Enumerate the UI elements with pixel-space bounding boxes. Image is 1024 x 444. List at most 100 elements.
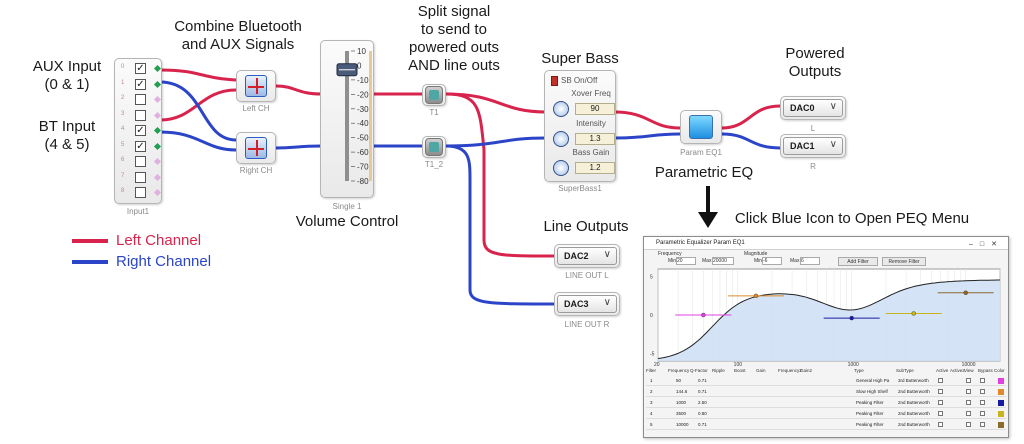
filter-type-select[interactable]: Peaking Filter bbox=[856, 422, 884, 427]
filter-checkbox[interactable] bbox=[980, 411, 985, 416]
output-pin-icon[interactable] bbox=[153, 142, 162, 150]
dac0-select[interactable]: DAC0∨ bbox=[783, 99, 843, 117]
channel-checkbox[interactable] bbox=[135, 156, 146, 167]
filter-checkbox[interactable] bbox=[966, 411, 971, 416]
filter-checkbox[interactable] bbox=[980, 422, 985, 427]
intensity-knob-icon[interactable] bbox=[553, 131, 569, 147]
filter-subtype-select[interactable]: 2nd Butterworth bbox=[898, 389, 930, 394]
filter-type-select[interactable]: Peaking Filter bbox=[856, 400, 884, 405]
filter-checkbox[interactable] bbox=[938, 378, 943, 383]
bass-gain-value[interactable]: 1.2 bbox=[575, 162, 615, 174]
dac3-select[interactable]: DAC3∨ bbox=[557, 295, 617, 313]
dac3-block[interactable]: DAC3∨ bbox=[554, 292, 620, 316]
filter-type-select[interactable]: General High Pa bbox=[856, 378, 890, 383]
filter-color-swatch[interactable] bbox=[998, 378, 1004, 384]
filter-subtype-select[interactable]: 2nd Butterworth bbox=[898, 422, 930, 427]
filter-handle[interactable] bbox=[911, 311, 916, 316]
sb-toggle[interactable]: SB On/Off bbox=[551, 75, 615, 87]
filter-type-select[interactable]: Slow High Shelf bbox=[856, 389, 888, 394]
filter-checkbox[interactable] bbox=[938, 400, 943, 405]
channel-checkbox[interactable] bbox=[135, 109, 146, 121]
output-pin-icon[interactable] bbox=[153, 111, 162, 119]
split-block-2[interactable] bbox=[422, 136, 446, 158]
dac1-select[interactable]: DAC1∨ bbox=[783, 137, 843, 155]
filter-checkbox[interactable] bbox=[980, 378, 985, 383]
split-icon[interactable] bbox=[425, 138, 443, 156]
filter-checkbox[interactable] bbox=[966, 378, 971, 383]
dac0-block[interactable]: DAC0∨ bbox=[780, 96, 846, 120]
freq-max-input[interactable]: 20000 bbox=[712, 257, 734, 265]
peq-icon[interactable] bbox=[689, 115, 713, 139]
output-pin-icon[interactable] bbox=[153, 188, 162, 197]
intensity-value[interactable]: 1.3 bbox=[575, 133, 615, 145]
filter-checkbox[interactable] bbox=[980, 400, 985, 405]
filter-color-swatch[interactable] bbox=[998, 422, 1004, 428]
chevron-down-icon[interactable]: ∨ bbox=[829, 139, 837, 150]
filter-checkbox[interactable] bbox=[938, 389, 943, 394]
filter-handle[interactable] bbox=[701, 312, 706, 318]
param-eq-block[interactable] bbox=[680, 110, 722, 144]
filter-handle[interactable] bbox=[849, 315, 854, 321]
dac2-select[interactable]: DAC2∨ bbox=[557, 247, 617, 265]
filter-color-swatch[interactable] bbox=[998, 411, 1004, 417]
xover-knob-icon[interactable] bbox=[553, 101, 569, 117]
channel-checkbox[interactable]: ✓ bbox=[135, 125, 146, 136]
filter-subtype-select[interactable]: 2nd Butterworth bbox=[898, 400, 930, 405]
freq-min-input[interactable]: 20 bbox=[676, 257, 696, 265]
filter-frequency[interactable]: 50 bbox=[676, 378, 682, 383]
filter-checkbox[interactable] bbox=[938, 422, 943, 427]
filter-q-factor[interactable]: 0.80 bbox=[698, 411, 707, 416]
super-bass-block[interactable]: SB On/Off Xover Freq 90 Intensity 1.3 Ba… bbox=[544, 70, 616, 182]
output-pin-icon[interactable] bbox=[153, 157, 162, 166]
filter-subtype-select[interactable]: 3rd Butterworth bbox=[898, 378, 929, 383]
xover-value[interactable]: 90 bbox=[575, 103, 615, 115]
dac2-block[interactable]: DAC2∨ bbox=[554, 244, 620, 268]
filter-checkbox[interactable] bbox=[966, 389, 971, 394]
filter-checkbox[interactable] bbox=[938, 411, 943, 416]
filter-frequency[interactable]: 144.6 bbox=[676, 389, 688, 394]
mag-min-input[interactable]: -6 bbox=[762, 257, 782, 265]
chevron-down-icon[interactable]: ∨ bbox=[603, 249, 611, 260]
filter-checkbox[interactable] bbox=[966, 422, 971, 427]
filter-q-factor[interactable]: 2.50 bbox=[698, 400, 707, 405]
channel-checkbox[interactable]: ✓ bbox=[135, 63, 146, 74]
filter-color-swatch[interactable] bbox=[998, 400, 1004, 406]
channel-checkbox[interactable] bbox=[135, 187, 146, 198]
filter-color-swatch[interactable] bbox=[998, 389, 1004, 395]
chevron-down-icon[interactable]: ∨ bbox=[829, 101, 837, 112]
dac1-block[interactable]: DAC1∨ bbox=[780, 134, 846, 158]
minimize-icon[interactable]: – bbox=[968, 241, 980, 248]
add-filter-button[interactable]: Add Filter bbox=[838, 257, 878, 266]
filter-subtype-select[interactable]: 2nd Butterworth bbox=[898, 411, 930, 416]
right-mixer-block[interactable] bbox=[236, 132, 276, 164]
volume-track[interactable] bbox=[345, 51, 349, 181]
filter-type-select[interactable]: Peaking Filter bbox=[856, 411, 884, 416]
output-pin-icon[interactable] bbox=[153, 173, 162, 181]
filter-q-factor[interactable]: 0.71 bbox=[698, 422, 707, 427]
filter-q-factor[interactable]: 0.71 bbox=[698, 378, 707, 383]
peq-window[interactable]: Parametric Equalizer Param EQ1 –□✕ Frequ… bbox=[643, 236, 1009, 438]
remove-filter-button[interactable]: Remove Filter bbox=[882, 257, 926, 266]
mixer-icon[interactable] bbox=[245, 75, 267, 97]
filter-frequency[interactable]: 3500 bbox=[676, 411, 687, 416]
split-block-1[interactable] bbox=[422, 84, 446, 106]
channel-checkbox[interactable] bbox=[135, 171, 146, 183]
toggle-switch-icon[interactable] bbox=[551, 76, 558, 86]
channel-checkbox[interactable]: ✓ bbox=[135, 140, 146, 152]
peq-window-titlebar[interactable]: Parametric Equalizer Param EQ1 –□✕ bbox=[644, 237, 1008, 250]
filter-handle[interactable] bbox=[753, 293, 759, 299]
volume-slider[interactable]: 100-10-20-30-40-50-60-70-80 bbox=[321, 41, 375, 199]
mag-max-input[interactable]: 6 bbox=[800, 257, 820, 265]
filter-handle[interactable] bbox=[963, 290, 968, 295]
filter-q-factor[interactable]: 0.71 bbox=[698, 389, 707, 394]
split-icon[interactable] bbox=[425, 86, 443, 104]
filter-frequency[interactable]: 1000 bbox=[676, 400, 687, 405]
chevron-down-icon[interactable]: ∨ bbox=[603, 297, 611, 308]
filter-frequency[interactable]: 10000 bbox=[676, 422, 689, 427]
